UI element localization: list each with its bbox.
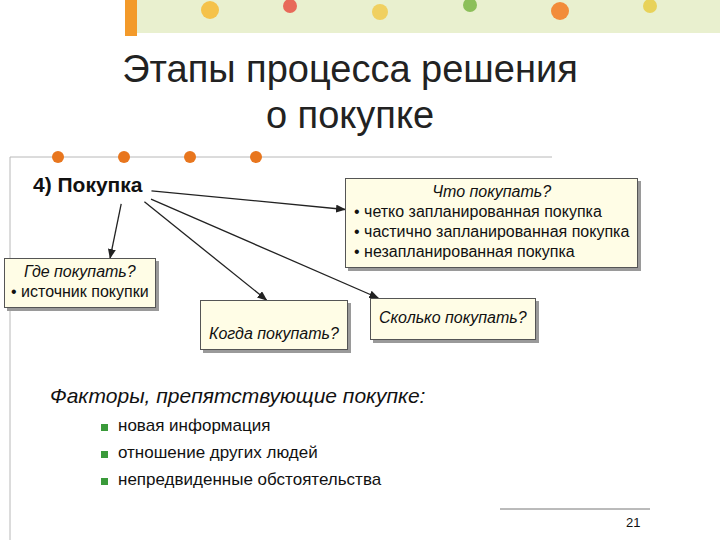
- factors-heading: Факторы, препятствующие покупке:: [50, 384, 425, 408]
- box-heading: Где покупать?: [11, 262, 149, 282]
- arrow-connector: [110, 204, 121, 258]
- question-box: Где покупать?• источник покупки: [4, 258, 156, 308]
- bullet-square: [101, 424, 108, 431]
- question-box: Что покупать?• четко запланированная пок…: [345, 178, 638, 268]
- orange-dot: [118, 151, 130, 163]
- bullet-square: [101, 478, 108, 485]
- question-box: Когда покупать?: [200, 300, 348, 350]
- box-heading: Что покупать?: [354, 182, 629, 202]
- footer-line: [500, 509, 650, 510]
- box-heading: Сколько покупать?: [379, 309, 527, 327]
- flower: [283, 0, 297, 13]
- stage-heading: 4) Покупка: [30, 172, 146, 198]
- divider-line: [10, 157, 552, 158]
- box-item: • четко запланированная покупка: [354, 202, 629, 222]
- orange-dot: [52, 151, 64, 163]
- arrow-connector: [144, 202, 266, 300]
- orange-dot: [184, 151, 196, 163]
- slide-title: Этапы процесса решения о покупке: [110, 46, 590, 138]
- box-heading: Когда покупать?: [209, 325, 339, 343]
- flower: [551, 2, 569, 20]
- factor-item: новая информация: [118, 416, 270, 436]
- arrow-connector: [151, 191, 345, 210]
- flower: [643, 0, 657, 13]
- page-number: 21: [626, 515, 640, 530]
- question-box: Сколько покупать?: [370, 298, 536, 340]
- box-item: • источник покупки: [11, 282, 149, 302]
- bullet-square: [101, 451, 108, 458]
- header-accent: [125, 0, 137, 36]
- divider-line: [10, 157, 11, 540]
- header-band: [125, 0, 720, 33]
- factor-item: отношение других людей: [118, 443, 318, 463]
- orange-dot: [250, 151, 262, 163]
- box-heading: 4) Покупка: [33, 173, 143, 197]
- factor-item: непредвиденные обстоятельства: [118, 470, 381, 490]
- box-item: • частично запланированная покупка: [354, 222, 629, 242]
- flower: [463, 0, 477, 12]
- flower: [372, 4, 388, 20]
- flower: [201, 1, 219, 19]
- box-item: • незапланированная покупка: [354, 242, 629, 262]
